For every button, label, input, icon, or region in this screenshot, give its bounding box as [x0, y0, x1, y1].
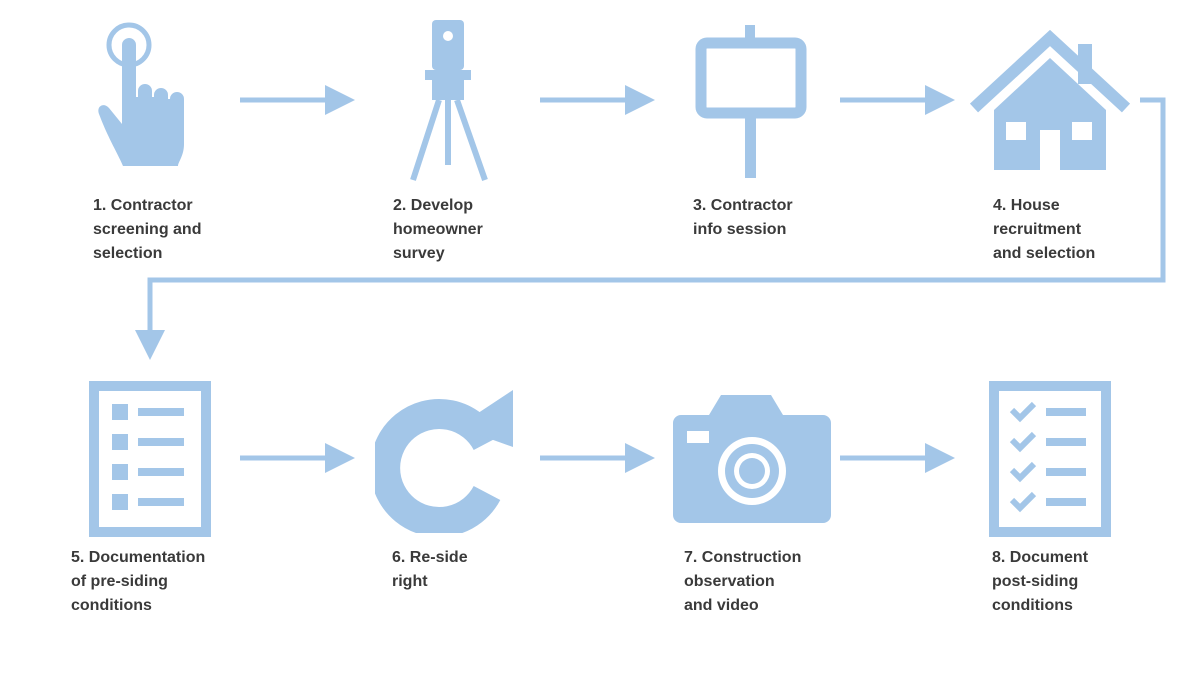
step-3-label-line: info session — [693, 221, 787, 238]
step-5-label-line: conditions — [71, 597, 152, 614]
step-4-label-line: and selection — [993, 245, 1096, 262]
step-7-label-line: observation — [684, 573, 775, 590]
step-6-label: 6. Re-side right — [392, 546, 468, 594]
step-2-label-line: survey — [393, 245, 445, 262]
survey-tripod-icon — [410, 20, 488, 181]
signpost-icon — [695, 25, 807, 178]
step-2-label: 2. Develop homeowner survey — [393, 194, 483, 266]
arrow-4-to-5 — [135, 97, 1166, 360]
step-1-label-line: 1. Contractor — [93, 197, 193, 214]
step-8-label-line: post-siding — [992, 573, 1079, 590]
step-6-label-line: 6. Re-side — [392, 549, 468, 566]
step-5-label-line: of pre-siding — [71, 573, 168, 590]
checklist-document-icon — [89, 381, 211, 537]
step-8-label: 8. Document post-siding conditions — [992, 546, 1088, 618]
checked-document-icon — [989, 381, 1111, 537]
step-5-label-line: 5. Documentation — [71, 549, 206, 566]
step-1-label-line: screening and — [93, 221, 202, 238]
pointing-hand-icon — [98, 22, 184, 166]
step-7-label-line: and video — [684, 597, 759, 614]
step-3-label-line: 3. Contractor — [693, 197, 793, 214]
step-1-label: 1. Contractor screening and selection — [93, 194, 201, 266]
step-7-label-line: 7. Construction — [684, 549, 802, 566]
step-4-label: 4. House recruitment and selection — [993, 194, 1095, 266]
step-2-label-line: 2. Develop — [393, 197, 474, 214]
step-4-label-line: 4. House — [993, 197, 1060, 214]
step-3-label: 3. Contractor info session — [693, 194, 793, 242]
step-2-label-line: homeowner — [393, 221, 483, 238]
step-6-label-line: right — [392, 573, 428, 590]
step-7-label: 7. Construction observation and video — [684, 546, 801, 618]
house-icon — [969, 30, 1131, 170]
refresh-icon — [375, 390, 513, 533]
step-8-label-line: 8. Document — [992, 549, 1089, 566]
step-4-label-line: recruitment — [993, 221, 1082, 238]
step-8-label-line: conditions — [992, 597, 1073, 614]
camera-icon — [673, 395, 831, 523]
step-5-label: 5. Documentation of pre-siding condition… — [71, 546, 205, 618]
step-1-label-line: selection — [93, 245, 163, 262]
